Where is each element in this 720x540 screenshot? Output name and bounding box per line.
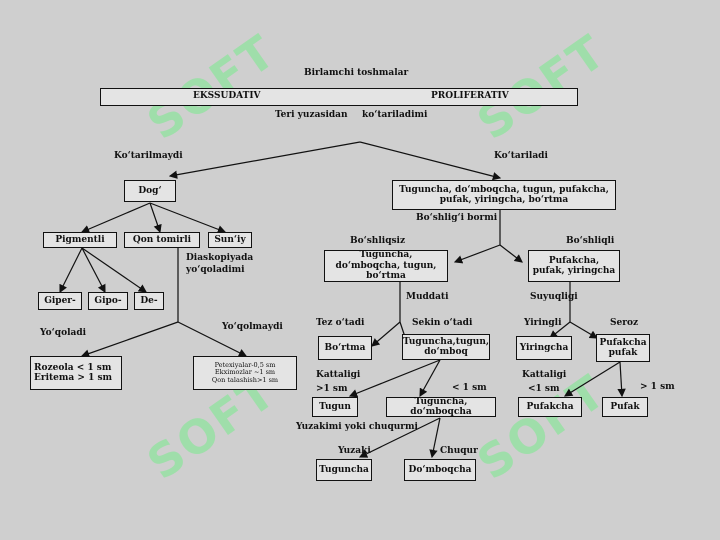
- node-boshliqli: Pufakcha, pufak, yiringcha: [528, 250, 620, 282]
- label-boshligi-bormi: Bo‘shlig‘i bormi: [416, 213, 498, 223]
- roseola-text: Rozeola < 1 sm: [34, 362, 112, 373]
- node-sekin: Tuguncha,tugun, do‘mboq: [402, 334, 490, 360]
- label-yoqoladi: Yo‘qoladi: [40, 328, 87, 338]
- node-tuguncha: Tuguncha: [316, 459, 372, 481]
- node-gipo: Gipo-: [88, 292, 128, 310]
- label-tez: Tez o‘tadi: [316, 318, 365, 328]
- label-boshliqsiz: Bo‘shliqsiz: [350, 236, 406, 246]
- branch-left-label: Ko‘tarilmaydi: [114, 151, 183, 161]
- petex2-text: Ekximozlar ~1 sm: [214, 368, 276, 377]
- node-suniy: Sun‘iy: [208, 232, 252, 248]
- label-yoqolmaydi: Yo‘qolmaydi: [222, 322, 283, 332]
- node-petexiyalar: Petexiyalar-0,5 sm Ekximozlar ~1 sm Qon …: [193, 356, 297, 390]
- label-muddati: Muddati: [406, 292, 449, 302]
- label-yuzakimi: Yuzakimi yoki chuqurmi: [296, 422, 418, 432]
- node-boshliqsiz: Tuguncha, do‘mboqcha, tugun, bo‘rtma: [324, 250, 448, 282]
- branch-right-label: Ko‘tariladi: [494, 151, 548, 161]
- label-suyuqligi: Suyuqligi: [530, 292, 578, 302]
- node-tuguncha-domboqcha: Tuguncha, do‘mboqcha: [386, 397, 496, 417]
- label-boshliqli: Bo‘shliqli: [566, 236, 615, 246]
- label-lt1-right: <1 sm: [528, 384, 560, 394]
- banner-left: EKSSUDATIV: [193, 91, 261, 101]
- node-pigmentli: Pigmentli: [43, 232, 117, 248]
- label-lt1-left: < 1 sm: [452, 383, 487, 393]
- petex1-text: Petexiyalar-0,5 sm: [214, 360, 276, 369]
- label-yiringli: Yiringli: [524, 318, 562, 328]
- node-tugun: Tugun: [312, 397, 358, 417]
- question-top-b: ko‘tariladimi: [362, 110, 428, 120]
- node-pufakcha: Pufakcha: [518, 397, 582, 417]
- petex3-text: Qon talashish>1 sm: [211, 375, 279, 384]
- node-roseola-eritema: Rozeola < 1 sm Eritema > 1 sm: [30, 356, 122, 390]
- label-yuzaki: Yuzaki: [338, 446, 371, 456]
- eritema-text: Eritema > 1 sm: [34, 373, 113, 383]
- node-yiringcha: Yiringcha: [516, 336, 572, 360]
- node-qon-tomirli: Qon tomirli: [124, 232, 200, 248]
- question-top-a: Teri yuzasidan: [275, 110, 348, 120]
- node-dog: Dog‘: [124, 180, 176, 202]
- node-raised: Tuguncha, do‘mboqcha, tugun, pufakcha, p…: [392, 180, 616, 210]
- label-chuqur: Chuqur: [440, 446, 478, 456]
- label-gt1-left: >1 sm: [316, 384, 348, 394]
- node-pufak: Pufak: [602, 397, 648, 417]
- banner: EKSSUDATIV PROLIFERATIV: [100, 88, 578, 106]
- banner-right: PROLIFERATIV: [431, 91, 509, 101]
- node-domboqcha: Do‘mboqcha: [404, 459, 476, 481]
- node-bortma: Bo‘rtma: [318, 336, 372, 360]
- node-giper: Giper-: [38, 292, 82, 310]
- diagram-title: Birlamchi toshmalar: [304, 68, 409, 78]
- label-gt1-right: > 1 sm: [640, 382, 675, 392]
- label-diaskopiya-text: Diaskopiyada yo‘qoladimi: [186, 253, 254, 275]
- node-seroz: Pufakcha pufak: [596, 334, 650, 362]
- label-kattaligi-left: Kattaligi: [316, 370, 361, 380]
- node-de: De-: [134, 292, 164, 310]
- label-sekin: Sekin o‘tadi: [412, 318, 473, 328]
- label-kattaligi-right: Kattaligi: [522, 370, 567, 380]
- label-seroz: Seroz: [610, 318, 639, 328]
- label-diaskopiya: Diaskopiyada yo‘qoladimi: [186, 253, 264, 276]
